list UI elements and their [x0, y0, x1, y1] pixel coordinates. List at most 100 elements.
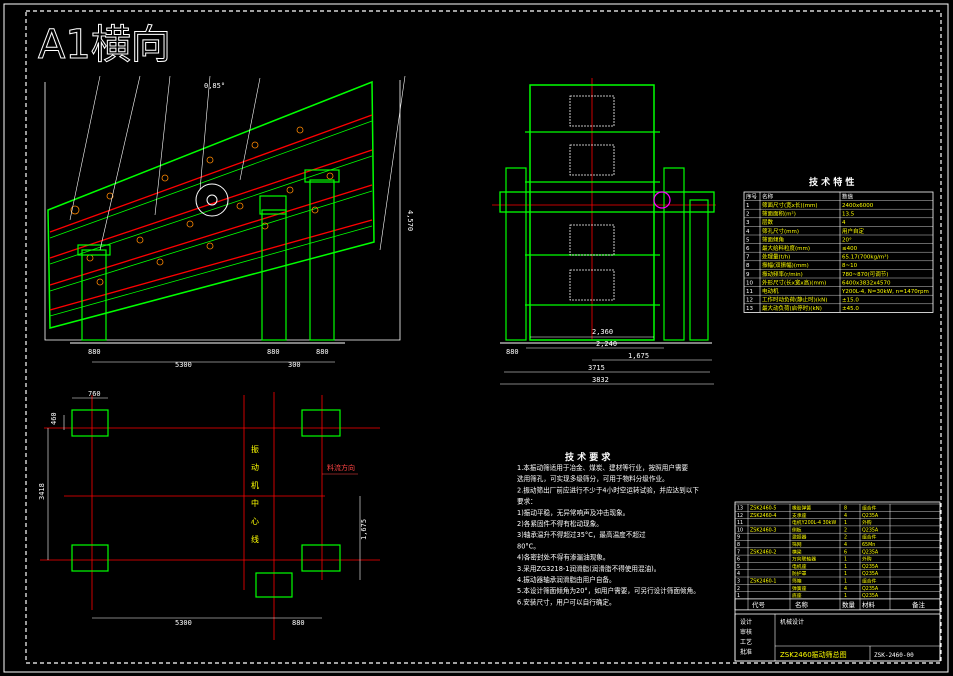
spec-cell-name: 振幅(双振幅)(mm) [762, 261, 809, 269]
deck-layer-2 [49, 149, 373, 259]
end-dim-left: 880 [506, 348, 519, 356]
title-block-header: 代号名称数量材料备注 [734, 598, 941, 611]
plan-flow-label: 料流方向 [327, 463, 355, 472]
vibrator-hub [206, 194, 218, 206]
side-dim-d: 880 [316, 348, 329, 356]
mesh-panel-2 [569, 144, 615, 176]
spec-cell-value: 用户自定 [842, 227, 865, 235]
part-index: 8 [737, 542, 740, 548]
end-dim-w2: 2,240 [596, 340, 617, 348]
deck-layer-3 [49, 184, 373, 286]
spec-cell-value: ±45.0 [842, 306, 859, 312]
spec-cell-index: 1 [746, 203, 750, 209]
deck-band-2 [49, 155, 373, 265]
part-material: 外购 [862, 519, 872, 526]
notes-line: 6.安装尺寸，用户可以自行确定。 [517, 597, 616, 606]
part-header-cell: 代号 [752, 600, 766, 609]
part-name: 激振器 [792, 534, 807, 541]
mesh-panel-3 [569, 224, 615, 256]
part-material: 外购 [862, 556, 872, 563]
title-block-lower [734, 613, 941, 662]
end-dim-w3: 1,675 [628, 352, 649, 360]
title-block-check: 审核 [740, 628, 752, 636]
spec-cell-name: 筛孔尺寸(mm) [762, 227, 799, 235]
spec-cell-value: 4 [842, 220, 846, 226]
plan-dim-left-small: 460 [50, 412, 58, 425]
title-block-design: 设计 [740, 618, 752, 626]
deck-band-4 [49, 225, 373, 317]
part-material: 65Mn [862, 542, 875, 548]
drawing-name: ZSK2460振动筛总图 [780, 650, 847, 659]
spec-cell-index: 6 [746, 246, 750, 252]
part-header-cell: 备注 [912, 600, 926, 609]
tech-spec-title: 技 术 特 性 [809, 176, 854, 188]
notes-line: 5.本设计筛面倾角为20°，如用户需要，可另行设计筛面倾角。 [517, 586, 700, 595]
sheet-title: A1横向 [38, 22, 171, 68]
part-name: 橡胶弹簧 [792, 505, 811, 512]
screen-box [47, 80, 375, 329]
spec-cell-name: 筛面倾角 [762, 235, 784, 243]
part-material: 组合件 [862, 578, 877, 585]
part-qty: 4 [844, 586, 847, 592]
part-name: 侧板 [792, 526, 802, 533]
part-index: 11 [737, 520, 743, 526]
deck-band-1 [49, 120, 373, 239]
part-name: 支承座 [792, 512, 807, 519]
deck-layer-4 [49, 219, 373, 311]
spec-cell-index: 4 [746, 229, 750, 235]
spec-cell-name: 振动频率(r/min) [762, 270, 803, 278]
spec-cell-value: 65.17(700kg/m³) [842, 254, 889, 261]
part-name: 筛网 [792, 541, 802, 548]
spec-cell-value: 2400x6000 [842, 203, 874, 209]
part-index: 4 [737, 571, 740, 577]
part-name: 电机Y200L-4 30kW [792, 519, 836, 526]
end-shelves [525, 131, 660, 306]
part-material: Q235A [862, 513, 879, 519]
part-code: ZSK2460-2 [750, 549, 776, 555]
notes-line: 2)各紧固件不得有松动现象。 [517, 519, 603, 528]
mesh-panel-4 [569, 269, 615, 301]
part-index: 7 [737, 549, 740, 555]
part-header-frame [734, 598, 941, 611]
drawing-code: ZSK-2460-00 [874, 652, 914, 659]
end-drive-pulley [653, 191, 671, 209]
spec-cell-value: ±15.0 [842, 298, 859, 304]
notes-title: 技 术 要 求 [565, 451, 611, 463]
spec-cell-index: 8 [746, 263, 750, 269]
spec-cell-index: 2 [746, 212, 750, 218]
part-name: 筛箱 [792, 578, 802, 585]
part-qty: 4 [844, 513, 847, 519]
spec-cell-value: ≤400 [842, 246, 858, 252]
spec-cell-index: 12 [746, 298, 753, 304]
part-name: 防护罩 [792, 570, 807, 577]
part-index: 1 [737, 593, 740, 599]
part-material: Q235A [862, 571, 879, 577]
title-block-process: 工艺 [740, 638, 752, 646]
part-material: 组合件 [862, 534, 877, 541]
vibrator-exciter [195, 183, 229, 217]
plan-dim-right-h: 1,675 [360, 519, 368, 540]
leader-lines [69, 75, 406, 251]
part-header-cell: 材料 [862, 600, 876, 609]
spec-cell-name: 工作时动负荷(静止时)(kN) [762, 296, 827, 304]
spec-cell-index: 序号 [746, 192, 758, 200]
part-qty: 6 [844, 549, 847, 555]
spec-cell-name: 外形尺寸(长x宽x高)(mm) [762, 278, 826, 286]
notes-line: 80°C。 [517, 542, 540, 550]
motor-housing [259, 195, 287, 215]
spec-cell-index: 5 [746, 237, 750, 243]
side-dim-c: 880 [267, 348, 280, 356]
spec-cell-name: 最大动负荷(启停时)(kN) [762, 304, 822, 312]
notes-line: 4)各密封处不得有渗漏油现象。 [517, 553, 610, 562]
part-qty: 1 [844, 571, 847, 577]
spec-cell-name: 电动机 [762, 287, 779, 295]
plan-dim-bottom-right: 880 [292, 619, 305, 627]
plan-foot-pads [71, 409, 341, 598]
part-material: 组合件 [862, 505, 877, 512]
end-crossbeam [499, 191, 715, 213]
notes-line: 选用筛孔，可实现多级筛分，可用于物料分级作业。 [517, 474, 669, 483]
part-name: 横梁 [792, 548, 802, 555]
